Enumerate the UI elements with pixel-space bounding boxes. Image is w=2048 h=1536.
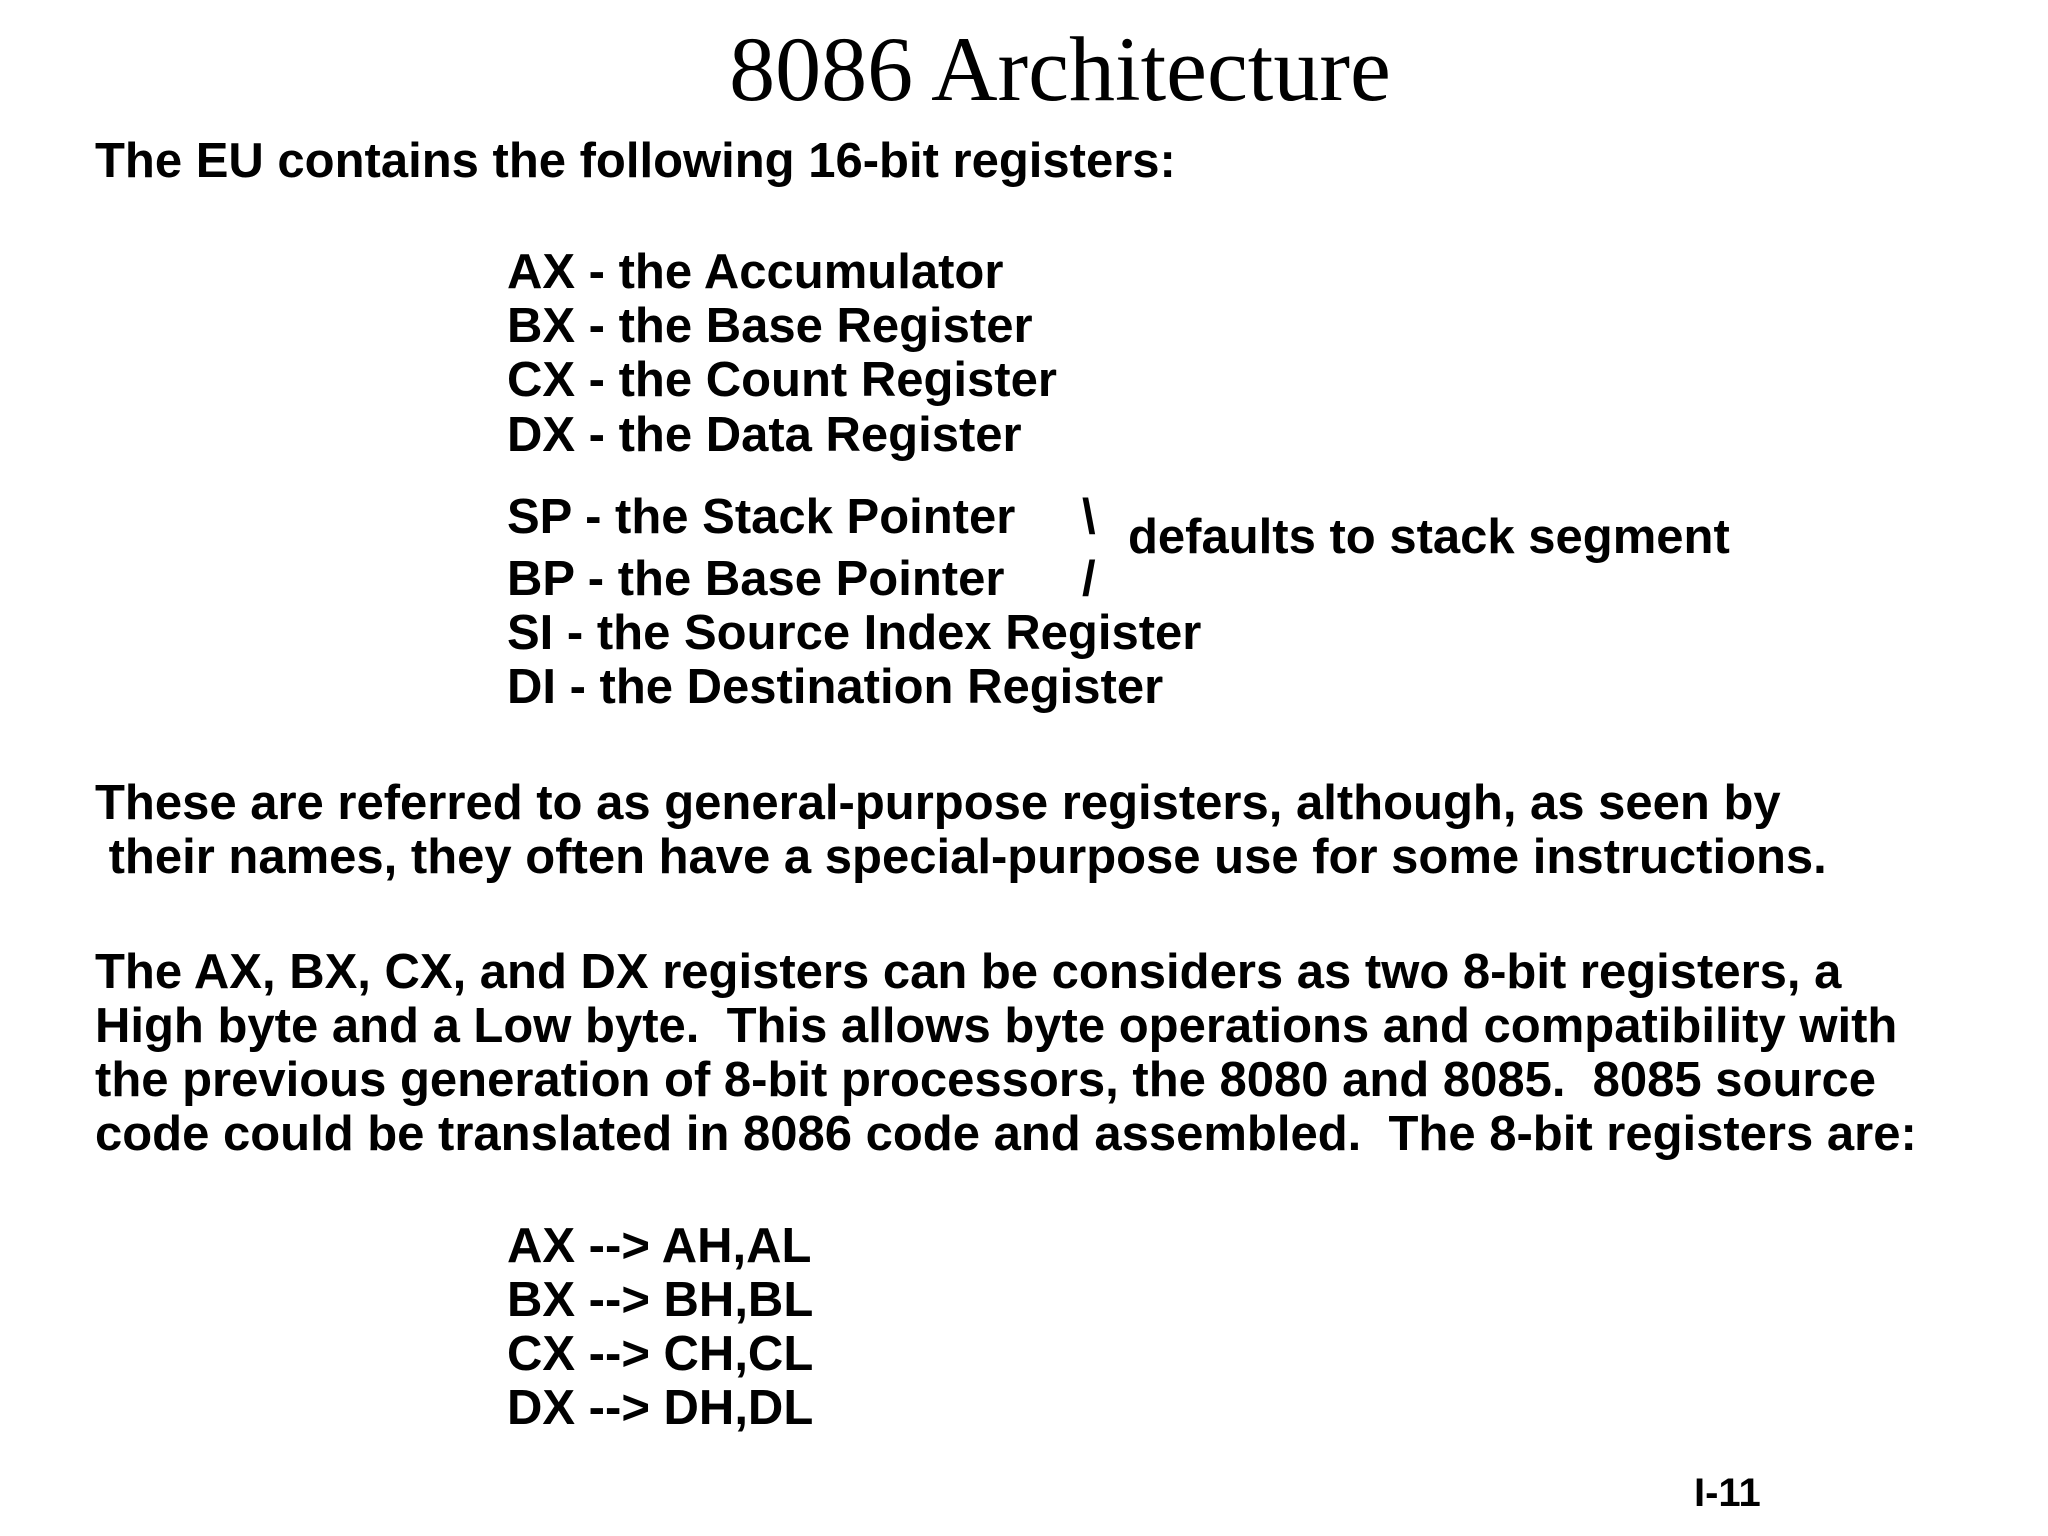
registers-8bit-list: AX --> AH,AL BX --> BH,BL CX --> CH,CL D… (507, 1219, 813, 1489)
register-cx-split: CX --> CH,CL (507, 1327, 814, 1381)
stack-segment-note: defaults to stack segment (1128, 510, 1730, 564)
slide-title: 8086 Architecture (729, 18, 1391, 120)
register-ax-split: AX --> AH,AL (507, 1219, 812, 1273)
register-cx: CX - the Count Register (507, 353, 1057, 407)
register-sp: SP - the Stack Pointer (507, 490, 1016, 544)
page-number: I-11 (1694, 1471, 1761, 1515)
register-di: DI - the Destination Register (507, 660, 1164, 714)
byte-paragraph-line: code could be translated in 8086 code an… (95, 1107, 1917, 1161)
bracket-bottom: / (1082, 552, 1096, 606)
general-purpose-line-2: their names, they often have a special-p… (95, 830, 1827, 884)
pointer-registers-list: SP - the Stack Pointer BP - the Base Poi… (507, 490, 1201, 760)
byte-paragraph-line: the previous generation of 8-bit process… (95, 1053, 1876, 1107)
registers-16bit-list: AX - the Accumulator BX - the Base Regis… (507, 245, 1057, 515)
register-dx-split: DX --> DH,DL (507, 1381, 814, 1435)
intro-text: The EU contains the following 16-bit reg… (95, 134, 1176, 188)
register-si: SI - the Source Index Register (507, 606, 1202, 660)
byte-paragraph-line: The AX, BX, CX, and DX registers can be … (95, 945, 1842, 999)
register-dx: DX - the Data Register (507, 408, 1022, 462)
byte-paragraph-line: High byte and a Low byte. This allows by… (95, 999, 1898, 1053)
general-purpose-line-1: These are referred to as general-purpose… (95, 776, 1781, 830)
register-bp: BP - the Base Pointer (507, 552, 1005, 606)
bracket-top: \ (1082, 490, 1096, 544)
register-bx-split: BX --> BH,BL (507, 1273, 814, 1327)
register-bx: BX - the Base Register (507, 299, 1033, 353)
register-ax: AX - the Accumulator (507, 245, 1004, 299)
byte-paragraph: The AX, BX, CX, and DX registers can be … (95, 945, 1917, 1215)
